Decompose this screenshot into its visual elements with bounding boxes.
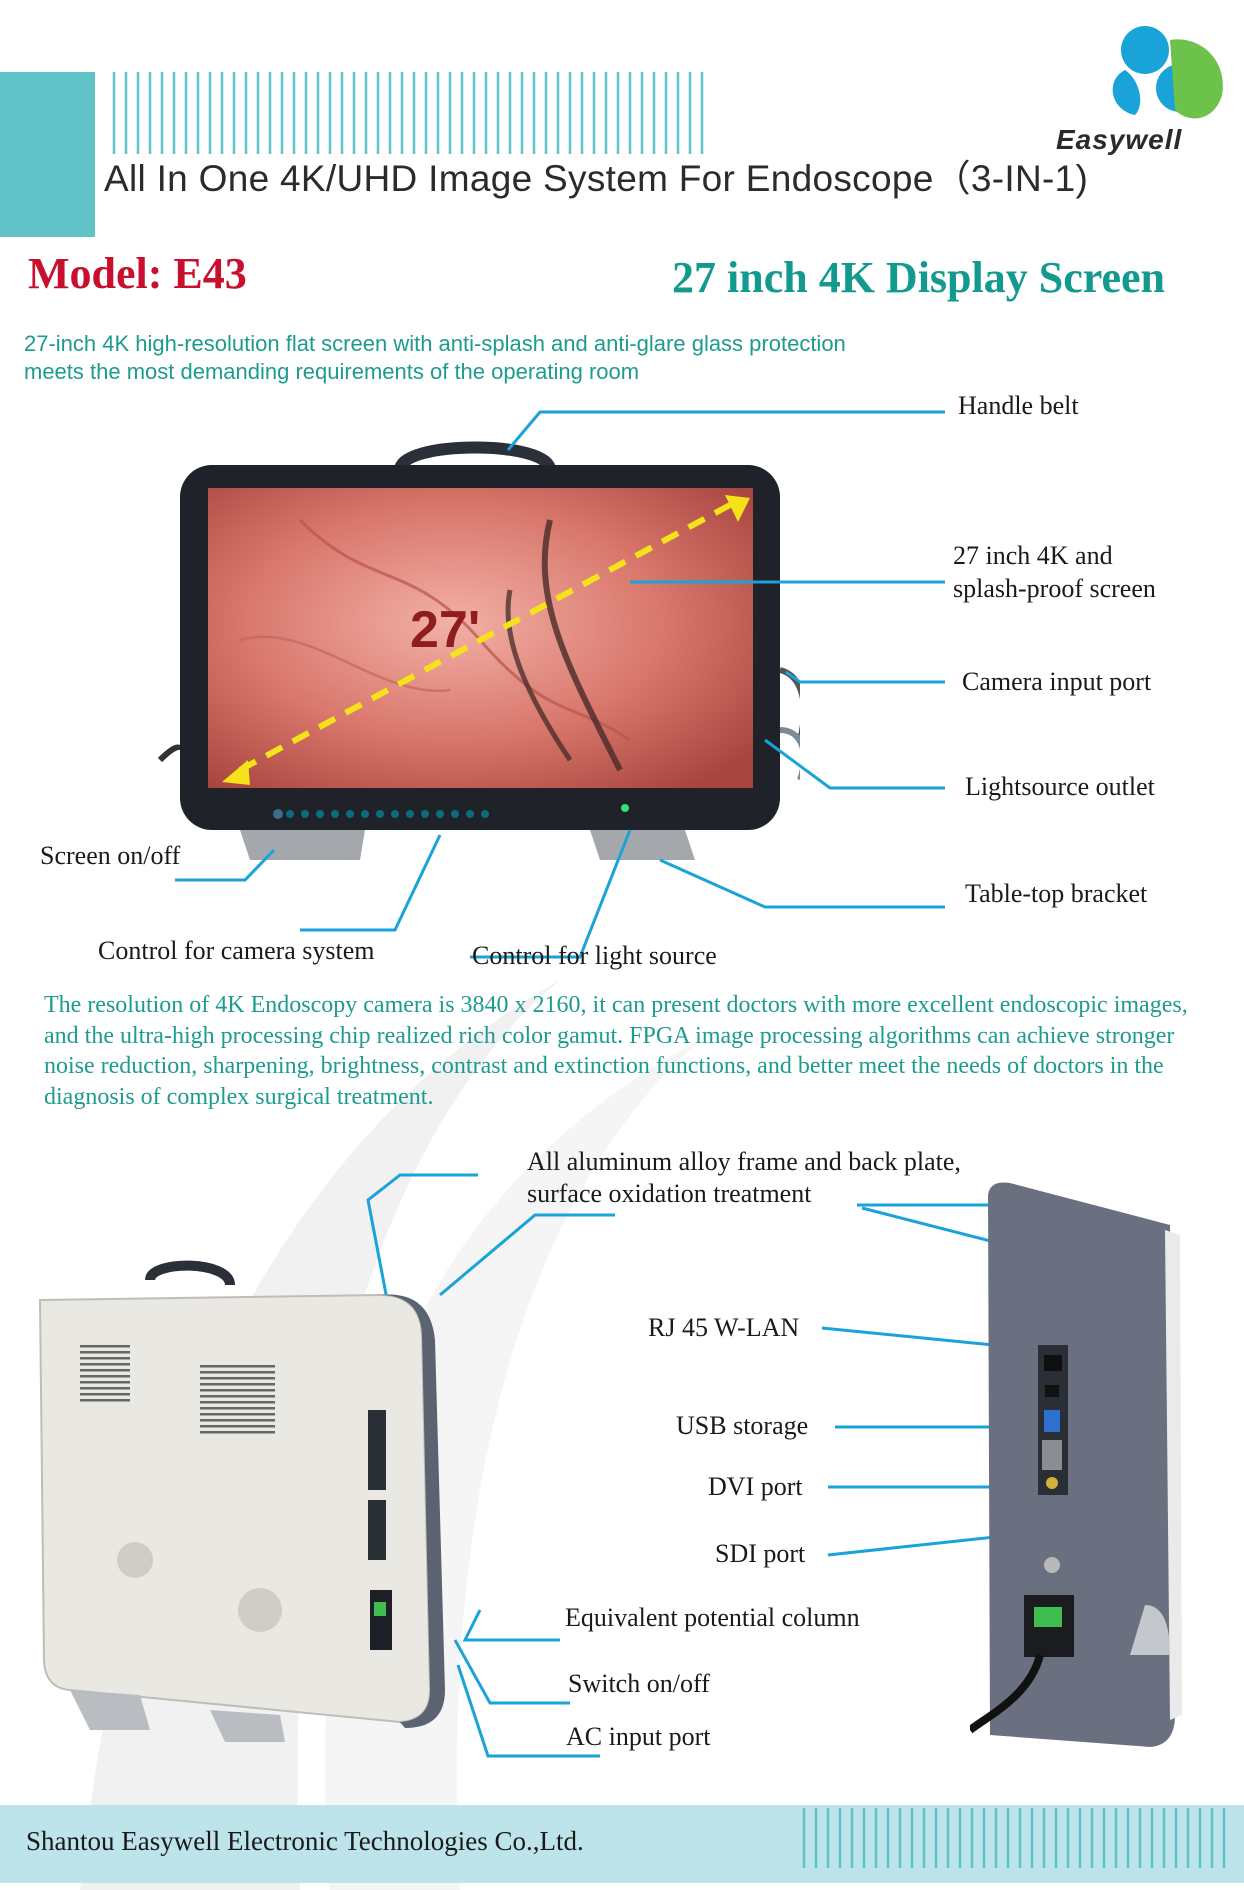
callout-sdi: SDI port <box>715 1539 806 1568</box>
callout-handle-belt: Handle belt <box>958 391 1079 420</box>
callout-camera-control: Control for camera system <box>98 936 375 965</box>
callout-screen-onoff: Screen on/off <box>40 841 181 870</box>
header-accent-block <box>0 72 95 237</box>
monitor-front-image <box>157 441 800 860</box>
display-heading: 27 inch 4K Display Screen <box>672 253 1166 302</box>
callout-screen-line2: splash-proof screen <box>953 574 1156 603</box>
footer-bar <box>0 1805 1244 1883</box>
logo-text: Easywell <box>1056 124 1183 155</box>
footer-stripes <box>802 1808 1226 1868</box>
callout-light-control: Control for light source <box>472 941 717 970</box>
callout-lightsource-outlet: Lightsource outlet <box>965 772 1155 801</box>
model-number: Model: E43 <box>28 249 247 298</box>
page-title: All In One 4K/UHD Image System For Endos… <box>104 158 1089 199</box>
callout-equipotential: Equivalent potential column <box>565 1603 860 1632</box>
screen-size-mark: 27' <box>410 601 481 659</box>
device-side-image <box>970 1182 1182 1747</box>
callout-rj45: RJ 45 W-LAN <box>648 1313 800 1342</box>
callout-screen-line1: 27 inch 4K and <box>953 541 1113 570</box>
callout-frame-line2: surface oxidation treatment <box>527 1179 812 1208</box>
callout-dvi: DVI port <box>708 1472 803 1501</box>
easywell-logo-icon <box>1112 26 1223 119</box>
header-stripes <box>112 72 704 154</box>
callout-usb: USB storage <box>676 1411 809 1440</box>
footer-company-name: Shantou Easywell Electronic Technologies… <box>26 1826 584 1856</box>
callout-table-top-bracket: Table-top bracket <box>965 879 1148 908</box>
callout-camera-input: Camera input port <box>962 667 1152 696</box>
device-back-image <box>38 1260 445 1742</box>
callout-frame-line1: All aluminum alloy frame and back plate, <box>527 1147 961 1176</box>
intro-text: 27-inch 4K high-resolution flat screen w… <box>24 331 846 384</box>
callout-ac-input: AC input port <box>566 1722 711 1751</box>
description-text: The resolution of 4K Endoscopy camera is… <box>44 992 1188 1110</box>
callout-switch: Switch on/off <box>568 1669 710 1698</box>
